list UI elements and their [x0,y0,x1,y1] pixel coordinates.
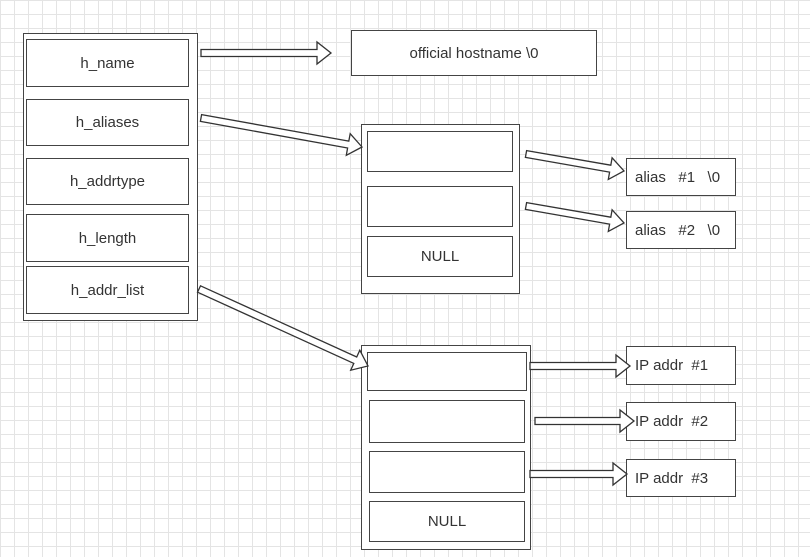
ip-addr-2-box: IP addr #2 [626,402,736,441]
field-h-addr-list: h_addr_list [26,266,189,314]
field-h-name: h_name [26,39,189,87]
alias-null-slot: NULL [367,236,513,277]
alias-1-box: alias #1 \0 [626,158,736,196]
addr-null-slot: NULL [369,501,525,542]
official-hostname-box: official hostname \0 [351,30,597,76]
arrow-addr-ptr-2 [534,408,636,434]
alias-2-box: alias #2 \0 [626,211,736,249]
arrow-h-name-to-hostname [200,40,333,66]
addr-pointer-slot [367,352,527,391]
arrow-addr-ptr-1 [529,353,632,379]
addr-pointer-slot [369,451,525,493]
field-h-length: h_length [26,214,189,262]
ip-addr-3-box: IP addr #3 [626,459,736,497]
arrow-addr-ptr-3 [529,461,629,487]
addr-pointer-slot [369,400,525,443]
arrow-alias-ptr-2 [524,201,626,233]
field-h-aliases: h_aliases [26,99,189,146]
ip-addr-1-box: IP addr #1 [626,346,736,385]
alias-pointer-slot [367,186,513,227]
arrow-h-aliases-to-array [199,113,364,157]
field-h-addrtype: h_addrtype [26,158,189,205]
arrow-alias-ptr-1 [524,149,626,181]
arrow-h-addr-list-to-array [196,284,369,372]
alias-pointer-slot [367,131,513,172]
